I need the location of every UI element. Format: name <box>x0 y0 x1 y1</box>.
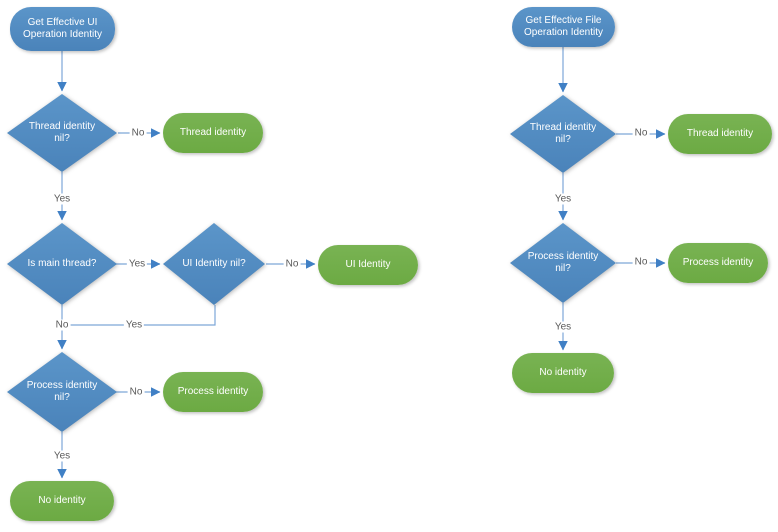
decision-left-is-main-thread: Is main thread? <box>7 223 117 305</box>
edge-label-right-processnil-yes: Yes <box>552 321 574 333</box>
edge-label-left-ismain-no: No <box>53 319 71 331</box>
result-right-process-identity: Process identity <box>668 243 768 283</box>
result-right-no-identity: No identity <box>512 353 614 393</box>
edge-label-left-threadnil-no: No <box>129 127 147 139</box>
decision-left-thread-identity-nil: Thread identity nil? <box>7 94 117 172</box>
edge-label-right-threadnil-yes: Yes <box>552 193 574 205</box>
result-left-thread-identity: Thread identity <box>163 113 263 153</box>
edge-label-left-threadnil-yes: Yes <box>51 193 73 205</box>
start-node-get-effective-file-identity: Get Effective File Operation Identity <box>512 7 615 47</box>
result-left-no-identity: No identity <box>10 481 114 521</box>
result-right-thread-identity: Thread identity <box>668 114 772 154</box>
decision-right-thread-identity-nil: Thread identity nil? <box>510 95 616 173</box>
decision-left-ui-identity-nil: UI Identity nil? <box>163 223 265 305</box>
start-node-get-effective-ui-identity: Get Effective UI Operation Identity <box>10 7 115 51</box>
edge-label-left-uinil-no: No <box>283 258 301 270</box>
connector-left-uinil-yes-return <box>63 305 216 326</box>
decision-left-process-identity-nil: Process identity nil? <box>7 352 117 432</box>
edge-label-left-uinil-yes: Yes <box>123 319 145 331</box>
edge-label-left-ismain-yes: Yes <box>126 258 148 270</box>
result-left-ui-identity: UI Identity <box>318 245 418 285</box>
edge-label-right-threadnil-no: No <box>632 127 650 139</box>
decision-right-process-identity-nil: Process identity nil? <box>510 223 616 303</box>
result-left-process-identity: Process identity <box>163 372 263 412</box>
edge-label-left-processnil-yes: Yes <box>51 450 73 462</box>
edge-label-left-processnil-no: No <box>127 386 145 398</box>
edge-label-right-processnil-no: No <box>632 256 650 268</box>
